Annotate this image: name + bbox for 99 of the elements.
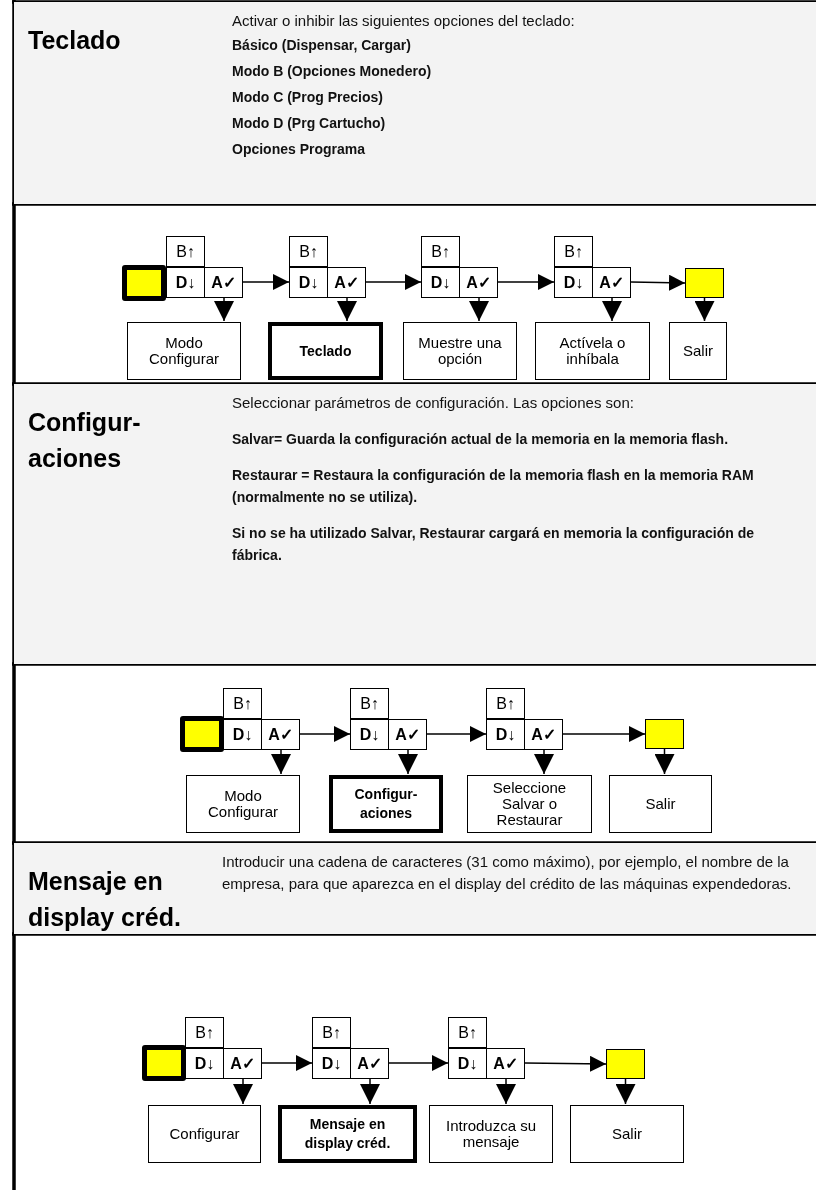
keypad-key: A✓ xyxy=(327,267,366,298)
step-box: Teclado xyxy=(268,322,383,380)
keypad-key: A✓ xyxy=(592,267,631,298)
indicator-box xyxy=(645,719,684,749)
keypad-key: A✓ xyxy=(261,719,300,750)
step-box: Modo Configurar xyxy=(186,775,300,833)
arrow xyxy=(337,297,357,322)
description-text: Modo D (Prg Cartucho) xyxy=(232,114,387,133)
keypad-key: D↓ xyxy=(554,267,593,298)
arrow xyxy=(214,297,234,322)
description-text: Opciones Programa xyxy=(232,140,367,159)
keypad-key: A✓ xyxy=(388,719,427,750)
arrow xyxy=(360,1078,380,1105)
description-text: Salvar= Guarda la configuración actual de la memoria en la memoria flash. xyxy=(232,430,729,449)
description-text: Seleccionar parámetros de configuración. Las opciones son: xyxy=(232,393,635,413)
section-title: Mensaje en display créd. xyxy=(14,843,208,934)
keypad xyxy=(166,236,243,298)
keypad xyxy=(289,236,366,298)
step-box: Salir xyxy=(669,322,727,380)
keypad-key: D↓ xyxy=(223,719,262,750)
arrow xyxy=(398,749,418,775)
keypad-key: B↑ xyxy=(421,236,460,267)
step-box: Actívela o inhíbala xyxy=(535,322,650,380)
indicator-box xyxy=(685,268,724,298)
step-box: Salir xyxy=(570,1105,684,1163)
keypad-key: B↑ xyxy=(185,1017,224,1048)
arrow xyxy=(233,1078,253,1105)
arrow xyxy=(654,748,675,775)
step-box: Seleccione Salvar o Restaurar xyxy=(467,775,592,833)
arrow xyxy=(562,726,646,742)
description-cell xyxy=(218,2,816,204)
description-text: Restaurar = Restaura la configuración de la memoria flash en la memoria RAM (normalmente no se utiliza). xyxy=(232,466,755,507)
keypad-key: A✓ xyxy=(223,1048,262,1079)
indicator-box xyxy=(180,716,224,752)
keypad-key: A✓ xyxy=(350,1048,389,1079)
keypad-key: D↓ xyxy=(185,1048,224,1079)
indicator-box xyxy=(122,265,166,301)
keypad-key: A✓ xyxy=(486,1048,525,1079)
arrow xyxy=(426,726,487,742)
indicator-box xyxy=(606,1049,645,1079)
arrow xyxy=(602,297,622,322)
keypad-key: D↓ xyxy=(289,267,328,298)
step-box: Salir xyxy=(609,775,712,833)
step-box: Introduzca su mensaje xyxy=(429,1105,553,1163)
keypad xyxy=(223,688,300,750)
arrow xyxy=(524,1055,607,1072)
description-text: Modo B (Opciones Monedero) xyxy=(232,62,433,81)
arrow xyxy=(261,1055,313,1071)
step-box: Configurar xyxy=(148,1105,261,1163)
keypad xyxy=(312,1017,389,1079)
arrow xyxy=(242,274,290,290)
description-text: Introducir una cadena de caracteres (31 como máximo), por ejemplo, el nombre de la empresa, para que aparezca en el display del crédito de las máquinas expendedoras. xyxy=(222,852,793,894)
arrow xyxy=(630,274,686,291)
arrow xyxy=(496,1078,516,1105)
description-cell xyxy=(208,843,816,934)
arrow xyxy=(534,749,554,775)
keypad-key: D↓ xyxy=(166,267,205,298)
arrow xyxy=(299,726,351,742)
keypad xyxy=(350,688,427,750)
step-box: Muestre una opción xyxy=(403,322,517,380)
arrow xyxy=(365,274,422,290)
indicator-box xyxy=(142,1045,186,1081)
arrow xyxy=(615,1078,636,1105)
description-text: Básico (Dispensar, Cargar) xyxy=(232,36,412,55)
keypad-key: B↑ xyxy=(448,1017,487,1048)
step-box: Configur- aciones xyxy=(329,775,443,833)
keypad-key: B↑ xyxy=(312,1017,351,1048)
keypad-key: A✓ xyxy=(204,267,243,298)
description-cell xyxy=(218,384,816,664)
description-text: Modo C (Prog Precios) xyxy=(232,88,384,107)
keypad-key: D↓ xyxy=(486,719,525,750)
keypad xyxy=(448,1017,525,1079)
arrow xyxy=(694,297,715,322)
keypad-key: B↑ xyxy=(486,688,525,719)
step-box: Mensaje en display créd. xyxy=(278,1105,417,1163)
keypad xyxy=(185,1017,262,1079)
keypad-key: D↓ xyxy=(421,267,460,298)
keypad-key: A✓ xyxy=(524,719,563,750)
section-title: Configur- aciones xyxy=(14,384,218,664)
keypad-key: B↑ xyxy=(223,688,262,719)
arrow xyxy=(469,297,489,322)
keypad-key: A✓ xyxy=(459,267,498,298)
keypad-key: B↑ xyxy=(350,688,389,719)
keypad xyxy=(421,236,498,298)
keypad-key: D↓ xyxy=(350,719,389,750)
arrow xyxy=(388,1055,449,1071)
description-text: Activar o inhibir las siguientes opciones del teclado: xyxy=(232,11,576,31)
arrow xyxy=(271,749,291,775)
keypad xyxy=(554,236,631,298)
step-box: Modo Configurar xyxy=(127,322,241,380)
keypad-key: D↓ xyxy=(448,1048,487,1079)
keypad-key: B↑ xyxy=(166,236,205,267)
arrow xyxy=(497,274,555,290)
section-title: Teclado xyxy=(14,2,218,204)
keypad-key: B↑ xyxy=(554,236,593,267)
keypad-key: D↓ xyxy=(312,1048,351,1079)
keypad xyxy=(486,688,563,750)
keypad-key: B↑ xyxy=(289,236,328,267)
description-text: Si no se ha utilizado Salvar, Restaurar cargará en memoria la configuración de fábrica. xyxy=(232,524,756,565)
